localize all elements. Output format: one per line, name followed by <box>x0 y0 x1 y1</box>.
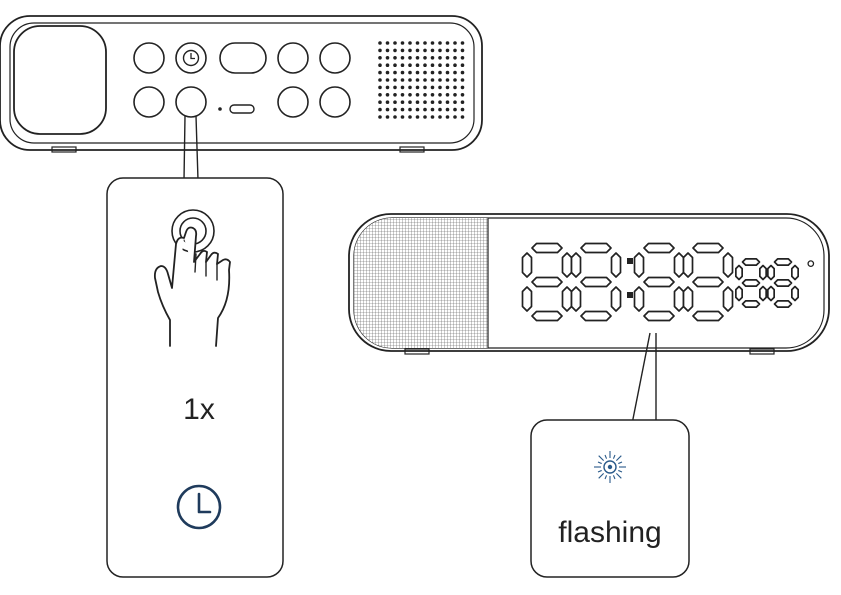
round-button[interactable] <box>277 42 309 74</box>
digit <box>570 242 622 322</box>
callout-connector-left <box>183 115 199 181</box>
round-button[interactable] <box>319 42 351 74</box>
round-button[interactable] <box>175 86 207 118</box>
seven-segment-display <box>521 242 800 322</box>
round-button[interactable] <box>133 86 165 118</box>
pill-button[interactable] <box>219 42 267 74</box>
round-button[interactable] <box>319 86 351 118</box>
clock-button[interactable] <box>175 42 207 74</box>
flashing-light-icon <box>594 451 626 483</box>
clock-icon <box>176 484 222 530</box>
round-button[interactable] <box>133 42 165 74</box>
speaker-grille <box>378 41 465 119</box>
display-device: ° <box>348 213 830 355</box>
left-pad[interactable] <box>13 25 107 135</box>
digit <box>521 242 573 322</box>
press-callout: 1x <box>106 177 284 578</box>
digit <box>633 242 685 322</box>
clock-icon <box>182 49 200 67</box>
status-label: flashing <box>558 516 661 549</box>
callout-connector-right <box>631 332 657 425</box>
finger-press-icon <box>153 209 231 347</box>
small-digit <box>766 258 800 308</box>
colon-dot <box>627 292 633 298</box>
round-button[interactable] <box>277 86 309 118</box>
speaker-mesh <box>354 218 489 348</box>
top-device <box>0 15 483 153</box>
indicator-dot <box>218 107 222 111</box>
usb-port <box>229 104 255 114</box>
status-callout: flashing <box>530 419 690 578</box>
digit <box>682 242 734 322</box>
colon-dot <box>627 258 633 264</box>
degree-symbol: ° <box>806 256 816 283</box>
press-count-label: 1x <box>183 393 215 426</box>
small-digit <box>734 258 768 308</box>
